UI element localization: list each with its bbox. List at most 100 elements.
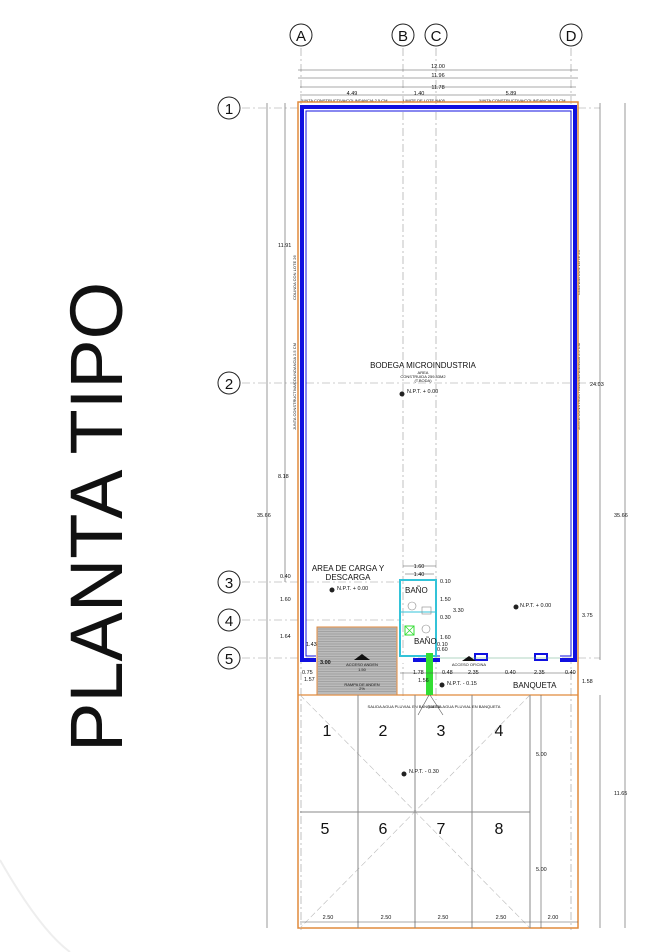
plan-text: 2.50 <box>496 915 507 921</box>
bubble-3: 3 <box>225 575 233 592</box>
bathrooms: BAÑO BAÑO 1.60 1.40 0.10 1.50 0.30 1.60 … <box>399 564 464 657</box>
level-marker: N.P.T. - 0.15 <box>439 681 477 688</box>
plan-text: AREA <box>418 370 429 375</box>
bubble-2: 2 <box>225 376 233 393</box>
plan-title: PLANTA TIPO <box>55 282 138 752</box>
plan-text: (T.BODA) <box>414 378 432 383</box>
plan-text: CONSTRUIDA 259.83M2 <box>400 374 446 379</box>
plan-text: 2.35 <box>534 670 545 676</box>
plan-text: JUNTA CONSTRUCTIVA/COLINDANCIA 2.5 CM <box>479 98 566 103</box>
drain-channel <box>426 653 433 695</box>
plan-text: 35.66 <box>614 513 628 519</box>
level-marker: N.P.T. + 0.00 <box>329 586 368 593</box>
bubble-d: D <box>566 28 577 45</box>
plan-text: SALIDA AGUA PLUVIAL EN BANQUETA <box>368 704 441 709</box>
plan-text: 1.40 <box>414 572 425 578</box>
plan-text: 3.75 <box>582 613 593 619</box>
office-access-icon <box>462 656 476 661</box>
plan-text: 4 <box>495 723 504 740</box>
plan-text: 1.60 <box>440 635 451 641</box>
plan-text: 11.96 <box>431 73 444 79</box>
bubble-c: C <box>431 28 442 45</box>
plan-text: JUNTA CONSTRUCTIVA/COLINDANCIA 2.5 CM <box>292 343 297 430</box>
plan-text: ACCESO ANDEN <box>346 662 378 667</box>
plan-text: ACCESO OFICINA <box>452 662 487 667</box>
plan-text: N.P.T. + 0.00 <box>337 586 368 592</box>
front-dimensions: 1.78 1.56 0.48 2.35 0.40 2.35 0.40 <box>400 670 576 684</box>
plan-text: 6 <box>379 821 388 838</box>
lot-boundary <box>297 101 579 929</box>
plan-text: DESCARGA <box>326 573 372 582</box>
loading-ramp: ACCESO ANDEN 1.50 RAMPA DE ANDEN 2% <box>316 626 398 696</box>
plan-text: 1 <box>323 723 332 740</box>
sidewalk-label: BANQUETA <box>513 681 557 690</box>
plan-text: 5 <box>321 821 330 838</box>
plan-text: 1.64 <box>280 634 291 640</box>
plan-text: 2.50 <box>381 915 392 921</box>
plan-text: 8 <box>495 821 504 838</box>
plan-text: JUNTA CONSTRUCTIVA/COLINDANCIA 2.5 CM <box>301 98 388 103</box>
plan-text: 0.40 <box>505 670 516 676</box>
plan-text: COLINDA CON LOTE 26 <box>292 255 297 300</box>
plan-text: LIMITE DE LOTE N405 <box>403 98 446 103</box>
plan-text: 8.18 <box>278 474 289 480</box>
bubble-b: B <box>398 28 408 45</box>
plan-text: 1.60 <box>280 597 291 603</box>
bath-label: BAÑO <box>405 586 428 595</box>
plan-text: 0.10 <box>437 642 448 648</box>
level-marker: N.P.T. + 0.00 <box>513 603 551 610</box>
plan-text: 11.91 <box>278 243 291 249</box>
plan-text: N.P.T. + 0.00 <box>520 603 551 609</box>
plan-text: 1.56 <box>418 678 429 684</box>
bubble-1: 1 <box>225 101 233 118</box>
plan-text: 24.03 <box>590 382 604 388</box>
plan-text: 11.78 <box>431 85 444 91</box>
plan-text: 12.00 <box>431 64 445 70</box>
plan-text: 1.78 <box>413 670 424 676</box>
plan-text: 1.50 <box>440 597 451 603</box>
column-bubbles: A B C D <box>289 23 583 47</box>
grid-axes <box>242 48 600 930</box>
plan-text: 2.50 <box>438 915 449 921</box>
plan-text: 0.40 <box>280 574 291 580</box>
plan-text: SALIDA AGUA PLUVIAL EN BANQUETA <box>428 704 501 709</box>
plan-text: 0.75 <box>302 670 313 676</box>
plan-text: AREA DE CARGA Y <box>312 564 385 573</box>
plan-text: 2.00 <box>548 915 559 921</box>
plan-text: 2.50 <box>323 915 334 921</box>
bubble-5: 5 <box>225 651 233 668</box>
plan-text: 1.40 <box>414 91 425 97</box>
plan-text: 1.60 <box>414 564 425 570</box>
plan-text: 1.50 <box>358 667 367 672</box>
plan-text: 0.10 <box>440 579 451 585</box>
side-dimensions: 11.91 8.18 35.66 0.40 1.60 1.64 1.43 0.7… <box>257 103 628 928</box>
plan-text: 3 <box>437 723 446 740</box>
bubble-a: A <box>296 28 306 45</box>
plan-text: 1.57 <box>304 677 315 683</box>
plan-text: 1.43 <box>306 642 317 648</box>
level-marker: N.P.T. + 0.00 <box>399 389 438 397</box>
plan-text: 1.58 <box>582 679 593 685</box>
plan-text: N.P.T. - 0.30 <box>409 769 439 775</box>
plan-text: 0.30 <box>440 615 451 621</box>
top-dimensions: 12.00 11.96 11.78 4.49 1.40 5.89 JUNTA C… <box>298 64 578 103</box>
plan-text: 35.66 <box>257 513 271 519</box>
parking: 1 2 3 4 5 6 7 8 2.50 2.50 2.50 2.50 2.00… <box>299 694 578 929</box>
plan-text: N.P.T. + 0.00 <box>407 389 438 395</box>
plan-text: 3.30 <box>453 608 464 614</box>
plan-text: 2 <box>379 723 388 740</box>
bath-label: BAÑO <box>414 637 437 646</box>
plan-text: N.P.T. - 0.15 <box>447 681 477 687</box>
plan-text: 5.00 <box>536 867 547 873</box>
room-label-bodega: BODEGA MICROINDUSTRIA <box>370 361 476 370</box>
plan-text: 2% <box>359 686 365 691</box>
plan-text: 7 <box>437 821 446 838</box>
plan-text: 0.60 <box>437 647 448 653</box>
plan-text: 5.89 <box>506 91 517 97</box>
plan-text: RAMPA DE ANDEN <box>344 682 379 687</box>
plan-text: 5.00 <box>536 752 547 758</box>
plan-text: 11.65 <box>614 791 627 797</box>
row-bubbles: 1 2 3 4 5 <box>217 96 241 670</box>
plan-text: 2.35 <box>468 670 479 676</box>
